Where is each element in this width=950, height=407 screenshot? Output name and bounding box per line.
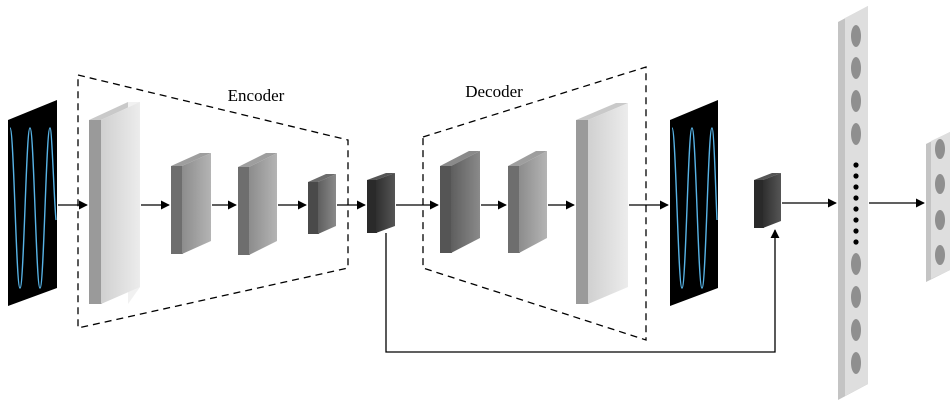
output-layer-column — [926, 132, 950, 282]
encoder-block-4 — [308, 174, 336, 234]
feature-block — [754, 173, 781, 228]
output-node — [935, 174, 945, 194]
decoder-boundary — [422, 66, 647, 341]
connections — [58, 198, 925, 353]
decoder-block-3 — [576, 103, 628, 304]
fc-node — [851, 90, 861, 112]
fc-layer-column — [838, 6, 868, 400]
encoder-label: Encoder — [228, 86, 285, 105]
arrow-latent-skip-to-feature — [385, 229, 780, 353]
fc-node — [851, 352, 861, 374]
output-node — [935, 139, 945, 159]
fc-node — [851, 253, 861, 275]
fc-node — [851, 286, 861, 308]
decoder-label: Decoder — [465, 82, 523, 101]
fc-node — [851, 25, 861, 47]
decoder-block-1 — [440, 151, 480, 253]
output-node — [935, 210, 945, 230]
input-signal-image — [8, 100, 57, 306]
fc-node — [851, 319, 861, 341]
fc-node — [851, 123, 861, 145]
fc-node — [851, 57, 861, 79]
decoder-block-2 — [508, 151, 547, 253]
output-signal-image — [670, 100, 718, 306]
output-node — [935, 245, 945, 265]
encoder-block-1 — [89, 102, 140, 304]
ellipsis-dots — [853, 162, 859, 245]
encoder-block-3 — [238, 153, 277, 255]
encoder-boundary — [77, 74, 349, 329]
latent-block — [367, 173, 395, 233]
encoder-block-2 — [171, 153, 211, 254]
